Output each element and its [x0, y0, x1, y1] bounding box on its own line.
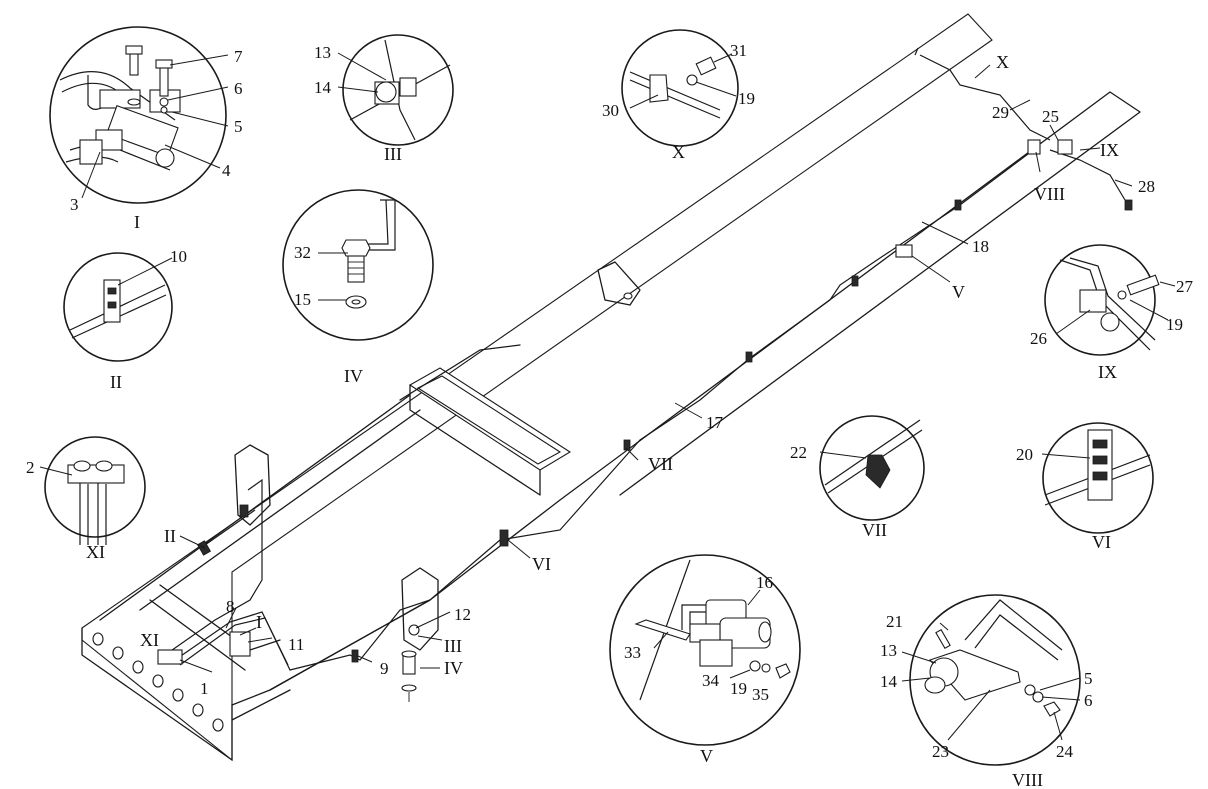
label-part-6: 6 — [234, 79, 243, 98]
callout-view-VII: VII — [648, 454, 673, 474]
detail-view-labels: I II III IV V VI VII VIII IX X XI II I X… — [86, 52, 1119, 789]
caption-view-IV: IV — [344, 366, 363, 386]
callout-view-VIII: VIII — [1034, 184, 1065, 204]
label-part-6-viii: 6 — [1084, 691, 1093, 710]
caption-view-V: V — [700, 746, 713, 766]
detail-view-XI — [39, 436, 146, 545]
label-part-30: 30 — [602, 101, 619, 120]
part-number-labels: 7 6 5 4 3 10 13 14 32 15 31 19 30 29 25 … — [26, 41, 1194, 761]
label-part-26: 26 — [1030, 329, 1047, 348]
callout-view-III: III — [444, 636, 462, 656]
detail-view-II — [63, 252, 173, 362]
detail-view-VI — [1041, 422, 1154, 534]
label-part-3: 3 — [70, 195, 79, 214]
label-part-25: 25 — [1042, 107, 1059, 126]
label-part-17: 17 — [706, 413, 724, 432]
label-part-31: 31 — [730, 41, 747, 60]
label-part-19-ix: 19 — [1166, 315, 1183, 334]
caption-view-X: X — [672, 142, 685, 162]
label-part-5-viii: 5 — [1084, 669, 1093, 688]
caption-view-VI: VI — [1092, 532, 1111, 552]
callout-view-V: V — [952, 282, 965, 302]
cross-member — [399, 344, 572, 496]
frame-holes — [92, 632, 224, 732]
caption-view-III: III — [384, 144, 402, 164]
callout-view-I: I — [256, 612, 262, 632]
callout-view-XI: XI — [140, 630, 159, 650]
label-part-9: 9 — [380, 659, 389, 678]
caption-view-VIII: VIII — [1012, 770, 1043, 789]
label-part-19-x: 19 — [738, 89, 755, 108]
label-part-1: 1 — [200, 679, 209, 698]
label-part-2: 2 — [26, 458, 35, 477]
label-part-11: 11 — [288, 635, 304, 654]
label-part-18: 18 — [972, 237, 989, 256]
label-part-14-viii: 14 — [880, 672, 898, 691]
label-part-16: 16 — [756, 573, 773, 592]
spring-hanger-front — [234, 444, 271, 526]
spring-hanger-rear — [401, 567, 439, 651]
label-part-24: 24 — [1056, 742, 1074, 761]
detail-view-X — [621, 29, 739, 147]
caption-view-I: I — [134, 212, 140, 232]
detail-view-IV — [282, 189, 434, 341]
detail-view-VIII — [901, 594, 1081, 766]
label-part-13-viii: 13 — [880, 641, 897, 660]
label-part-8: 8 — [226, 597, 235, 616]
caption-view-XI: XI — [86, 542, 105, 562]
callout-view-VI: VI — [532, 554, 551, 574]
label-part-4: 4 — [222, 161, 231, 180]
label-part-34: 34 — [702, 671, 720, 690]
detail-view-III — [337, 34, 454, 146]
label-part-32: 32 — [294, 243, 311, 262]
label-part-10: 10 — [170, 247, 187, 266]
label-part-19-v: 19 — [730, 679, 747, 698]
detail-view-IX — [1044, 244, 1176, 356]
label-part-35: 35 — [752, 685, 769, 704]
detail-view-VII — [819, 415, 925, 521]
label-part-20: 20 — [1016, 445, 1033, 464]
label-part-27: 27 — [1176, 277, 1194, 296]
label-part-14-iii: 14 — [314, 78, 332, 97]
main-leaders — [179, 64, 1133, 673]
callout-view-X: X — [996, 52, 1009, 72]
callout-view-IV: IV — [444, 658, 463, 678]
label-part-29: 29 — [992, 103, 1009, 122]
label-part-33: 33 — [624, 643, 641, 662]
label-part-23: 23 — [932, 742, 949, 761]
detail-view-V — [609, 554, 801, 746]
label-part-28: 28 — [1138, 177, 1155, 196]
label-part-22: 22 — [790, 443, 807, 462]
label-part-7: 7 — [234, 47, 243, 66]
label-part-15: 15 — [294, 290, 311, 309]
caption-view-II: II — [110, 372, 122, 392]
caption-view-IX: IX — [1098, 362, 1117, 382]
caption-view-VII: VII — [862, 520, 887, 540]
callout-view-II: II — [164, 526, 176, 546]
label-part-5: 5 — [234, 117, 243, 136]
label-part-21: 21 — [886, 612, 903, 631]
label-part-12: 12 — [454, 605, 471, 624]
vehicle-frame — [81, 13, 1141, 762]
frame-gusset — [597, 261, 641, 306]
detail-view-I — [49, 26, 229, 204]
label-part-13-iii: 13 — [314, 43, 331, 62]
callout-view-IX: IX — [1100, 140, 1119, 160]
